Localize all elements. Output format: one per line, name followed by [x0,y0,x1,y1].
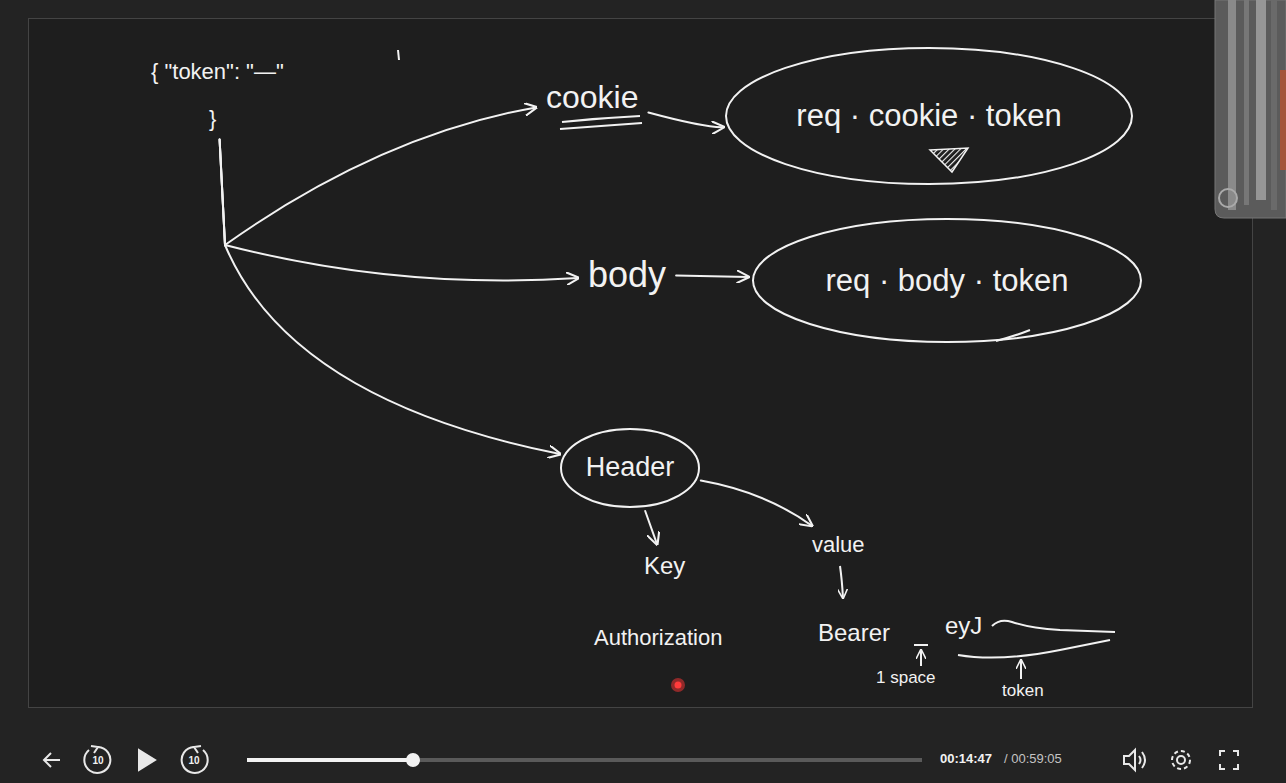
source-word: cookie [540,75,645,120]
rewind-icon-head [91,746,98,753]
volume-icon [1124,750,1135,770]
node-text: cookie [546,79,639,116]
token-squiggle [992,621,1115,632]
token-start: eyJ [945,612,982,640]
current-time: 00:14:47 [940,752,992,767]
play-icon [139,750,155,770]
node-text: value [812,532,865,557]
underline [562,116,640,122]
rewind-icon [84,747,110,773]
leader-arrow [1020,660,1022,679]
total-time: / 00:59:05 [1004,752,1062,767]
pointer-glow [671,678,685,692]
player-controls [44,746,1238,773]
fullscreen-icon [1220,751,1238,769]
forward-icon [182,747,208,773]
skip-seconds: 10 [188,755,199,767]
header-part: value [806,528,871,561]
arrow-connector [648,113,723,128]
node-text: body [588,254,666,295]
arrow-connector [645,511,657,544]
space-mark [914,644,928,646]
bearer-word: Bearer [818,619,890,647]
ellipse-shape [753,219,1141,342]
underline [560,123,642,129]
header-key: Authorization [594,625,722,650]
hatched-mark [930,148,968,172]
header-part: Key [638,548,691,584]
skip-seconds: 10 [92,755,103,767]
access-ellipse: req · body · token [752,218,1142,343]
ellipse-shape [561,429,699,507]
pointer-dot [675,682,682,689]
leader-arrow [840,566,843,598]
node-text: Header [586,452,675,483]
progress-fill [247,758,413,762]
stray-mark [398,50,399,60]
access-ellipse: req · cookie · token [725,47,1133,185]
back-icon [44,753,60,767]
leader-arrow [920,650,922,666]
node-text: { "token": "—" [151,59,284,84]
arrow-connector [220,107,536,245]
ellipse-shape [726,48,1132,184]
whiteboard [29,19,1253,708]
node-text: req · cookie · token [796,98,1061,134]
node-subtext: } [209,106,216,131]
webcam-thumbnail [1215,0,1286,218]
json-object: { "token": "—"} [145,55,290,136]
node-text: Key [644,552,685,580]
progress-knob [406,753,420,767]
progress-track [413,758,922,762]
header-ellipse: Header [560,428,700,508]
arrow-connector [220,140,560,454]
arrow-connector [676,276,748,277]
arrow-connector [220,140,578,281]
settings-icon-teeth [1172,751,1190,769]
forward-icon-head [194,746,201,753]
source-word: body [582,250,672,299]
volume-waves [1139,752,1145,768]
note: token [1002,681,1044,701]
arrow-connector [701,481,812,526]
note: 1 space [876,668,936,688]
settings-icon [1177,756,1185,764]
node-text: req · body · token [826,263,1069,299]
token-underline [958,640,1110,658]
